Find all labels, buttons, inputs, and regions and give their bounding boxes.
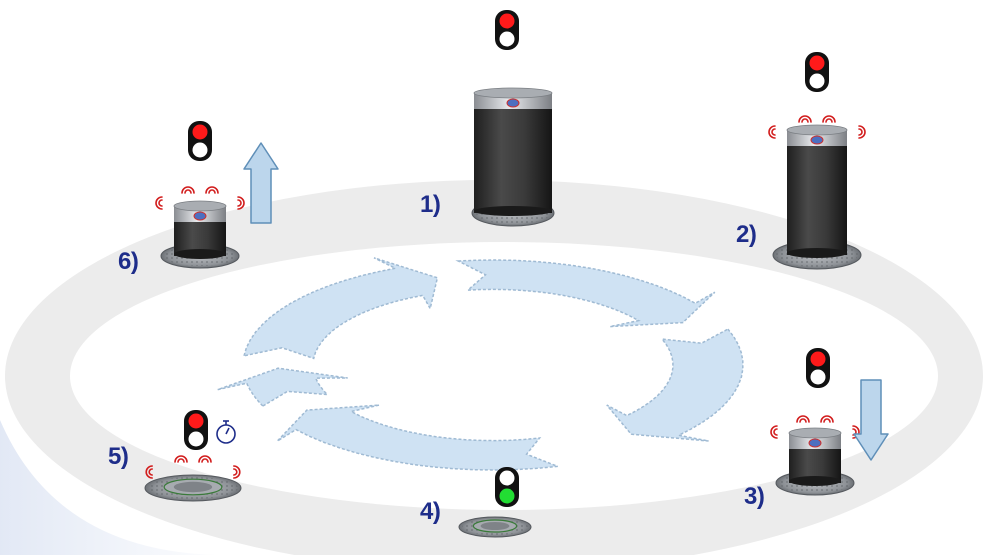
traffic-light-icon: [806, 348, 830, 388]
cycle-arrow-segment: [242, 257, 439, 360]
sensor-wave-icon: [155, 186, 245, 210]
step-label-1: 1): [420, 191, 441, 218]
step-label-2: 2): [736, 221, 757, 248]
arrow-up-icon: [243, 142, 279, 224]
step-5: [144, 410, 242, 502]
bollard: [772, 124, 862, 270]
cycle-arrow-segment: [606, 328, 744, 442]
traffic-light-icon: [495, 467, 519, 507]
traffic-light-icon: [184, 410, 208, 450]
cycle-arrow-segment: [276, 404, 558, 471]
traffic-light-icon: [495, 10, 519, 50]
sensor-wave-icon: [770, 415, 860, 439]
step-2: [768, 52, 866, 270]
step-3: [770, 348, 889, 496]
traffic-light-icon: [188, 121, 212, 161]
background-swoosh: [0, 420, 240, 555]
step-label-6: 6): [118, 248, 139, 275]
cycle-arrow-segment: [455, 259, 716, 328]
bollard: [144, 474, 242, 502]
bollard: [775, 427, 855, 496]
step-label-4: 4): [420, 498, 441, 525]
arrow-down-icon: [853, 379, 889, 461]
step-6: [155, 121, 279, 269]
sensor-wave-icon: [145, 455, 241, 479]
bollard: [160, 200, 240, 269]
cycle-arrow-segment: [217, 367, 348, 407]
step-label-3: 3): [744, 483, 765, 510]
stopwatch-icon: [216, 420, 236, 444]
bollard: [471, 87, 555, 227]
cycle-arrows-icon: [217, 257, 744, 471]
step-4: [458, 467, 532, 538]
step-1: [471, 10, 555, 227]
sensor-wave-icon: [768, 115, 866, 139]
traffic-light-icon: [805, 52, 829, 92]
step-label-5: 5): [108, 443, 129, 470]
bollard: [458, 516, 532, 538]
